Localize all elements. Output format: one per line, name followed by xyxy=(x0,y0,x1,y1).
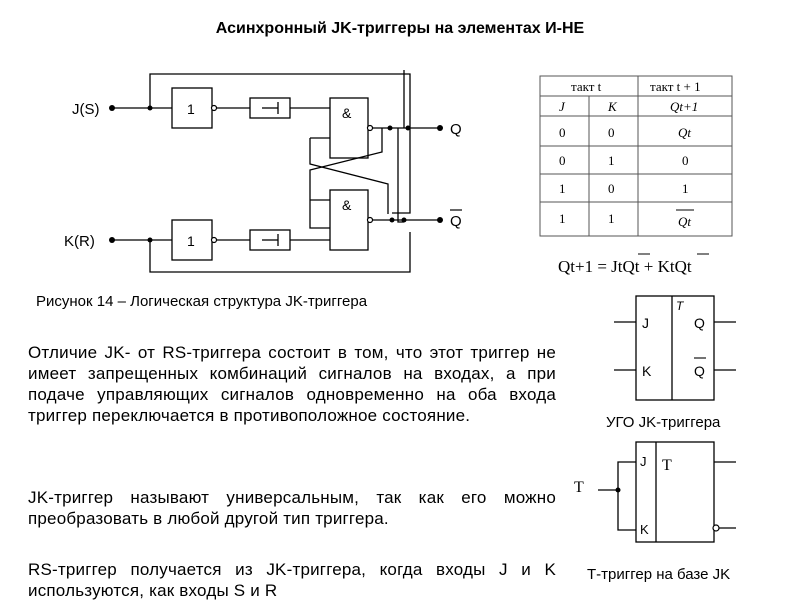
t-k-label: K xyxy=(640,522,649,537)
table-cell: 0 xyxy=(608,181,615,196)
table-cell: 0 xyxy=(608,125,615,140)
table-cell: Qt xyxy=(678,125,691,140)
table-header-t: такт t xyxy=(571,79,602,94)
table-cell: Qt xyxy=(678,214,691,229)
table-cell: 1 xyxy=(608,211,615,226)
table-cell: 1 xyxy=(559,181,566,196)
table-cell: 0 xyxy=(559,153,566,168)
paragraph-rs: RS-триггер получается из JK-триггера, ко… xyxy=(28,560,556,600)
figure-caption: Рисунок 14 – Логическая структура JK-три… xyxy=(36,293,368,310)
input-j-label: J(S) xyxy=(72,101,100,118)
gate-label-top: 1 xyxy=(187,101,195,117)
output-q-label: Q xyxy=(450,121,462,138)
paragraph-universal: JK-триггер называют универсальным, так к… xyxy=(28,488,556,528)
t-j-label: J xyxy=(640,454,647,469)
table-col-q: Qt+1 xyxy=(670,99,698,114)
paragraph-difference: Отличие JK- от RS-триггера состоит в том… xyxy=(28,343,556,425)
gate-label-bottom: 1 xyxy=(187,233,195,249)
t-trigger-caption: Т-триггер на базе JK xyxy=(587,566,731,583)
page-title: Асинхронный JK-триггеры на элементах И-Н… xyxy=(215,20,585,37)
ugo-j-label: J xyxy=(642,315,649,331)
truth-table: такт t такт t + 1 J K Qt+1 0 0 Qt 0 1 0 … xyxy=(539,75,733,237)
ugo-caption: УГО JK-триггера xyxy=(606,414,721,431)
ugo-jk-symbol: T J K Q Q xyxy=(614,295,736,401)
table-col-j: J xyxy=(559,99,566,114)
ugo-k-label: K xyxy=(642,363,652,379)
table-cell: 0 xyxy=(682,153,689,168)
table-cell: 1 xyxy=(559,211,566,226)
table-cell: 0 xyxy=(559,125,566,140)
ugo-q-label: Q xyxy=(694,315,705,331)
input-k-label: K(R) xyxy=(64,233,95,250)
table-cell: 1 xyxy=(682,181,689,196)
t-inner-label: T xyxy=(662,457,672,474)
jk-formula: Qt+1 = JtQt + KtQt xyxy=(558,257,692,276)
output-qbar-label: Q xyxy=(450,213,462,230)
ugo-qbar-label: Q xyxy=(694,363,705,379)
t-input-label: T xyxy=(574,479,584,496)
table-col-k: K xyxy=(607,99,618,114)
table-header-t1: такт t + 1 xyxy=(650,79,701,94)
nand-label-bottom: & xyxy=(342,197,352,213)
t-trigger-symbol: T J K T xyxy=(574,441,736,543)
ugo-t-label: T xyxy=(676,299,685,313)
nand-label-top: & xyxy=(342,105,352,121)
table-cell: 1 xyxy=(608,153,615,168)
